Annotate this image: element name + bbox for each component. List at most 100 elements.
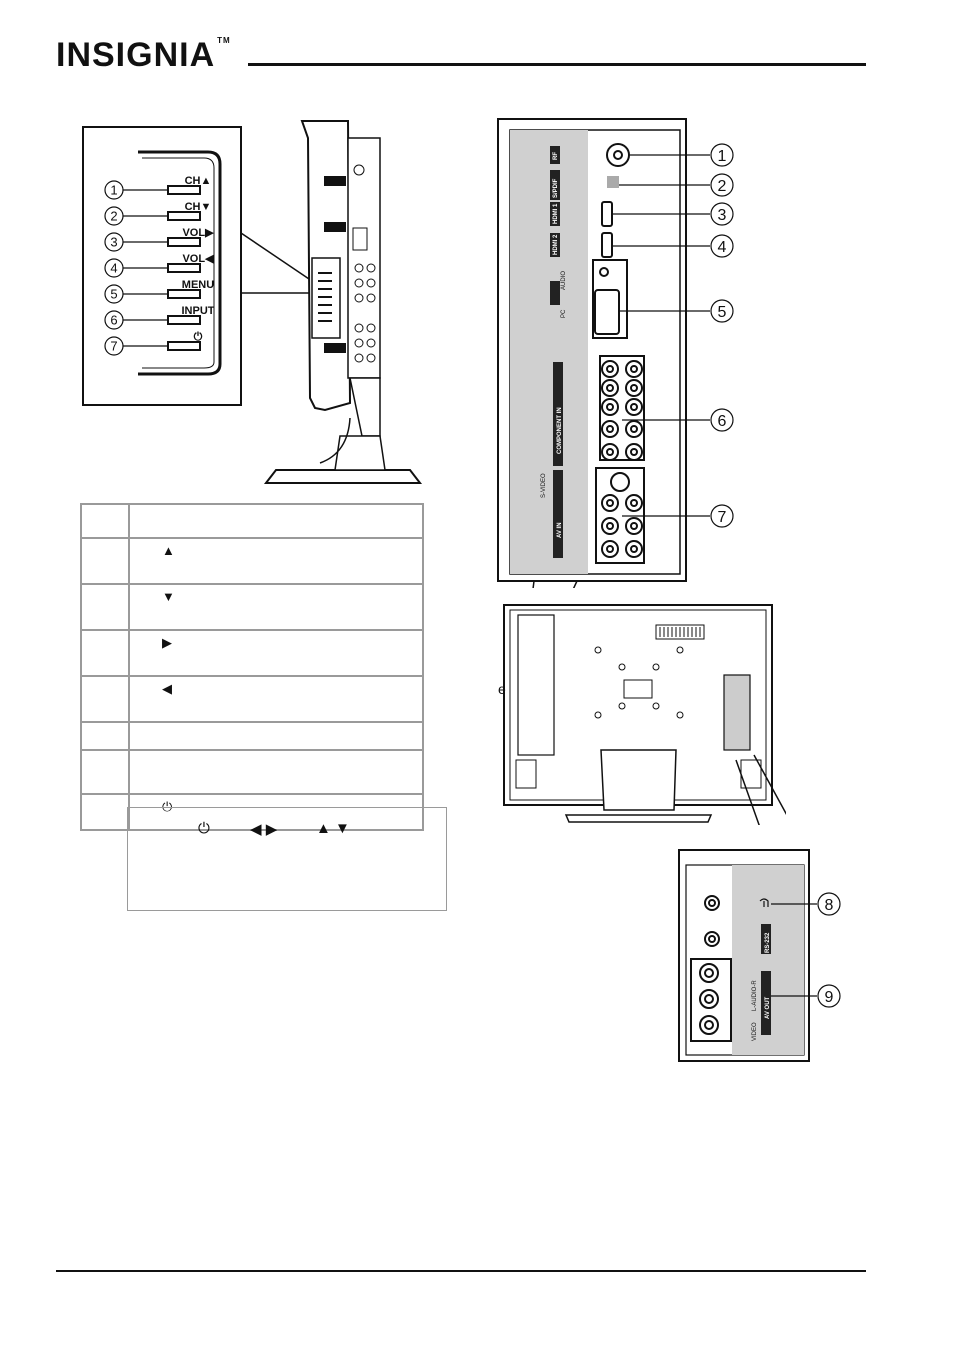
side-jacks-figure: RS-232 AV OUT L-AUDIO-R VIDEO 89	[678, 849, 841, 1062]
side-callout-circle	[104, 284, 124, 304]
side-jack-callout: 9	[825, 989, 834, 1006]
rca-jack	[601, 360, 619, 378]
rca-jack	[601, 398, 619, 416]
table-row	[81, 721, 423, 750]
rca-jack-center	[606, 403, 614, 411]
svg-text:AUDIO: AUDIO	[561, 271, 567, 290]
rear-callout-circle	[710, 504, 734, 528]
rca-jack	[625, 494, 643, 512]
rca-jack-center	[630, 545, 638, 553]
button-icon: ▼	[162, 589, 175, 604]
table-row	[81, 504, 423, 538]
header-rule	[248, 63, 866, 66]
tv-back-figure: e	[498, 604, 786, 825]
trademark: TM	[217, 36, 231, 45]
table-desc-cell: ▼	[129, 583, 423, 630]
side-button	[167, 211, 201, 221]
table-num-cell	[81, 504, 130, 538]
svg-text:COMPONENT IN: COMPONENT IN	[557, 407, 563, 454]
side-button	[167, 263, 201, 273]
rear-panel-figure: RF S/PDIF HDMI 1 HDMI 2 COMPONENT IN AV …	[497, 118, 734, 588]
rca-jack	[601, 379, 619, 397]
table-num-cell	[81, 629, 130, 676]
table-num-cell	[81, 583, 130, 630]
rca-jack-center	[630, 403, 638, 411]
side-button-label: MENU	[182, 279, 214, 291]
side-callout: 3	[110, 235, 117, 250]
side-button	[167, 237, 201, 247]
rs232-label: RS-232	[765, 932, 771, 953]
rca-jack	[625, 420, 643, 438]
rca-jack	[625, 360, 643, 378]
table-num-cell	[81, 793, 130, 830]
side-panel-figure	[82, 120, 423, 484]
side-button-label: ⏻	[194, 330, 203, 343]
side-callout-circle	[104, 206, 124, 226]
svg-text:PC: PC	[561, 309, 567, 318]
table-num-cell	[81, 721, 130, 750]
table-desc-cell: ▶	[129, 629, 423, 676]
rear-callout: 2	[718, 178, 727, 195]
side-jack-callout-circle	[817, 892, 841, 916]
side-button-label: CH▼	[185, 201, 212, 213]
rear-callout-circle	[710, 173, 734, 197]
side-button-label: VOL◀	[182, 253, 214, 265]
side-button	[167, 185, 201, 195]
table-row: ▲	[81, 537, 423, 584]
rear-callout-circle	[710, 234, 734, 258]
svg-text:AV IN: AV IN	[557, 522, 563, 538]
table-num-cell	[81, 749, 130, 794]
rca-jack	[625, 443, 643, 461]
rca-jack-center	[606, 448, 614, 456]
side-button-label: CH▲	[185, 175, 212, 187]
rca-jack	[601, 443, 619, 461]
svg-text:S-VIDEO: S-VIDEO	[541, 473, 547, 498]
svg-text:HDMI 2: HDMI 2	[553, 234, 559, 255]
side-button-label: INPUT	[182, 305, 215, 317]
table-desc-cell	[129, 721, 423, 750]
rear-callout: 1	[718, 148, 727, 165]
brand-name: INSIGNIA	[56, 36, 216, 74]
table-desc-cell: ⏻	[129, 793, 423, 830]
table-row	[81, 749, 423, 794]
table-row: ◀	[81, 675, 423, 722]
rca-jack-center	[606, 425, 614, 433]
rca-jack-center	[630, 448, 638, 456]
rca-jack	[601, 420, 619, 438]
rear-callout-circle	[710, 202, 734, 226]
rear-callout-circle	[710, 408, 734, 432]
rca-jack	[601, 517, 619, 535]
side-callout-circle	[104, 310, 124, 330]
side-jack-callout-circle	[817, 984, 841, 1008]
table-num-cell	[81, 675, 130, 722]
side-callout: 1	[110, 183, 117, 198]
side-button	[167, 289, 201, 299]
side-callout-circle	[104, 180, 124, 200]
rca-jack-center	[630, 365, 638, 373]
side-callout: 6	[110, 313, 117, 328]
side-button	[167, 315, 201, 325]
table-row: ⏻	[81, 793, 423, 830]
rca-jack-center	[606, 384, 614, 392]
rear-callout: 4	[718, 239, 727, 256]
side-callout: 2	[110, 209, 117, 224]
button-icon: ⏻	[162, 799, 173, 814]
side-callout: 5	[110, 287, 117, 302]
button-icon: ▲	[162, 543, 175, 558]
button-icon: ◀	[162, 681, 172, 696]
headphone-icon	[759, 898, 769, 907]
button-icon: ▶	[162, 635, 172, 650]
svg-text:HDMI 1: HDMI 1	[553, 203, 559, 224]
rca-jack-center	[630, 499, 638, 507]
rear-callout: 3	[718, 207, 727, 224]
rear-callout: 5	[718, 304, 727, 321]
rca-jack-center	[606, 522, 614, 530]
footer-rule	[56, 1270, 866, 1272]
side-button	[167, 341, 201, 351]
table-desc-cell	[129, 504, 423, 538]
table-desc-cell	[129, 749, 423, 794]
side-callout: 4	[110, 261, 117, 276]
rca-jack	[601, 494, 619, 512]
svg-text:S/PDIF: S/PDIF	[553, 178, 559, 198]
